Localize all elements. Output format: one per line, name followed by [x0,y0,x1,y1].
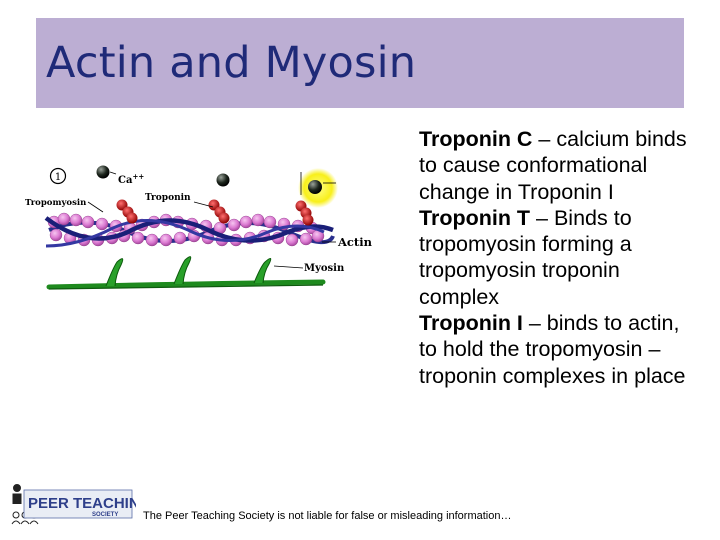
myosin-head [253,258,272,284]
item-text: – binds to actin, to hold the tropomyosi… [419,311,686,388]
description-item: Troponin T – Binds to tropomyosin formin… [419,205,689,310]
myosin-label: Myosin [304,263,345,274]
troponin-descriptions: Troponin C – calcium binds to cause conf… [419,126,689,389]
society-logo: PEER TEACHING SOCIETY [10,482,151,526]
description-item: Troponin C – calcium binds to cause conf… [419,126,689,205]
logo-subtitle: SOCIETY [92,512,118,518]
actin-myosin-diagram: 1 [18,150,390,320]
myosin-head [173,256,192,285]
troponin-complex [295,200,314,226]
actin-label: Actin [337,235,373,249]
troponin-complex [116,199,138,224]
calcium-ion [216,173,230,187]
troponin-complex [208,199,230,224]
description-item: Troponin I – binds to actin, to hold the… [419,310,689,389]
actin-helix [44,212,335,248]
disclaimer: The Peer Teaching Society is not liable … [143,510,512,522]
logo-title: PEER TEACHING [28,495,136,512]
slide-title: Actin and Myosin [46,38,417,88]
troponin-label: Troponin [145,193,191,203]
step-marker: 1 [49,167,67,185]
myosin-head [105,258,124,287]
calcium-ion [96,165,110,179]
step-marker-label: 1 [55,172,61,183]
item-term: Troponin I [419,311,523,336]
item-term: Troponin C [419,127,533,151]
item-text: – Binds to tropomyosin forming a tropomy… [419,205,632,309]
calcium-ion [308,180,322,194]
title-bar: Actin and Myosin [36,18,684,108]
item-term: Troponin T [419,205,531,230]
myosin-filament [46,256,326,290]
item-text: – calcium binds to cause conformational … [419,127,687,204]
calcium-label: Ca++ [118,172,144,186]
tropomyosin-label: Tropomyosin [25,198,86,208]
